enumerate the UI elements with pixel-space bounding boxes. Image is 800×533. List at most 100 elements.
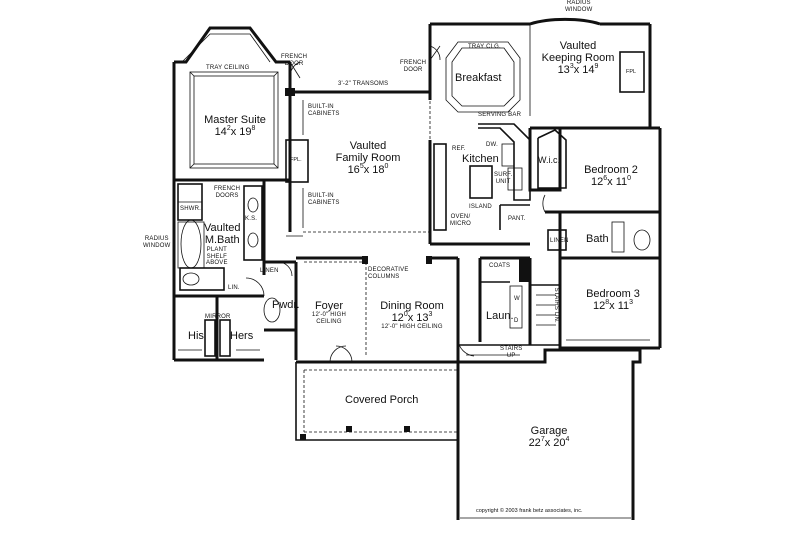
kitchen-walls <box>428 123 531 246</box>
laundry-stairs-walls <box>458 256 561 356</box>
wic-label: W.i.c. <box>538 155 560 165</box>
oven-line1: OVEN/ <box>450 214 471 220</box>
family-room-walls <box>285 62 431 237</box>
washer-label: W <box>514 296 520 302</box>
garage-label: Garage 227x 204 <box>514 425 584 449</box>
stairs-down-label: STAIRS DN. <box>552 288 559 323</box>
builtin-cabinets-top-label: BUILT-IN CABINETS <box>308 104 340 117</box>
surf-unit-line1: SURF. <box>494 172 513 178</box>
master-suite-walls <box>172 26 292 182</box>
breakfast-keeping-walls <box>428 17 652 128</box>
bath-label: Bath <box>586 233 609 245</box>
plant-shelf-line2: SHELF <box>206 253 228 260</box>
covered-porch-label: Covered Porch <box>345 394 419 406</box>
garage-name: Garage <box>530 425 568 437</box>
porch-walls <box>295 362 458 441</box>
copyright-text: copyright © 2003 frank betz associates, … <box>476 508 583 514</box>
decorative-columns-line1: DECORATIVE <box>368 267 409 273</box>
linen-bedroom-label: LINEN <box>550 238 569 244</box>
master-tray-ceiling-label: TRAY CEILING <box>206 65 250 71</box>
french-door-right-line2: DOOR <box>403 66 423 73</box>
plant-shelf-label: PLANT SHELF ABOVE <box>206 247 228 267</box>
surf-unit-label: SURF. UNIT <box>494 172 512 185</box>
radius-window-top-label: RADIUS WINDOW <box>565 0 593 13</box>
bedroom-2-dims: 126x 110 <box>590 175 632 189</box>
bedroom-3-name: Bedroom 3 <box>586 288 640 300</box>
french-door-left-line1: FRENCH <box>281 54 308 60</box>
foyer-note2: CEILING <box>316 318 342 325</box>
builtin-cabinets-bottom-label: BUILT-IN CABINETS <box>308 193 340 206</box>
dining-room-dims: 120x 133 <box>391 311 433 325</box>
master-bath-label: Vaulted M.Bath <box>204 222 241 246</box>
radius-window-left-label: RADIUS WINDOW <box>143 236 171 249</box>
french-door-right-line1: FRENCH <box>400 60 427 66</box>
stairs-down-line1: STAIRS <box>552 287 559 311</box>
dryer-label: D <box>514 318 519 324</box>
ref-label: REF. <box>452 146 466 152</box>
shower-label: SHWR. <box>180 206 201 212</box>
radius-window-top-line1: RADIUS <box>566 0 591 6</box>
powder-walls <box>263 260 298 360</box>
dining-room-label: Dining Room 120x 133 12'-0" HIGH CEILING <box>370 300 454 331</box>
decorative-columns-label: DECORATIVE COLUMNS <box>368 267 409 280</box>
foyer-name: Foyer <box>314 300 344 312</box>
powder-label: Pwdr. <box>272 299 300 311</box>
keeping-fpl-label: FPL <box>626 69 637 75</box>
french-door-right-label: FRENCH DOOR <box>400 60 426 73</box>
ks-label: K.S. <box>245 216 258 222</box>
mirror-label: MIRROR <box>205 314 231 320</box>
master-bath-walls <box>172 180 266 362</box>
garage-dims: 227x 204 <box>528 436 570 450</box>
stairs-up-line1: STAIRS <box>500 346 523 352</box>
oven-line2: MICRO <box>450 220 471 227</box>
breakfast-label: Breakfast <box>455 72 502 84</box>
radius-window-top-line2: WINDOW <box>565 6 593 13</box>
stairs-down-line2: DN. <box>552 311 559 323</box>
transoms-label: 3'-2" TRANSOMS <box>338 81 389 87</box>
laundry-label: Laun. <box>486 310 514 322</box>
garage-walls <box>456 348 642 520</box>
family-room-name1: Vaulted <box>349 140 387 152</box>
hers-closet-label: Hers <box>230 330 254 342</box>
coats-label: COATS <box>489 263 511 269</box>
family-room-name2: Family Room <box>335 152 401 165</box>
keeping-room-name1: Vaulted <box>559 40 597 52</box>
french-door-left-label: FRENCH DOOR <box>281 54 307 67</box>
master-bath-name1: Vaulted <box>204 222 241 234</box>
keeping-room-name2: Keeping Room <box>541 52 615 65</box>
radius-window-left-line2: WINDOW <box>143 242 171 249</box>
kitchen-label: Kitchen <box>462 153 499 165</box>
plant-shelf-line1: PLANT <box>206 247 228 253</box>
bedroom-3-label: Bedroom 3 128x 113 <box>578 288 648 312</box>
lin-label: LIN. <box>228 285 240 291</box>
master-suite-dims: 142x 198 <box>214 125 256 139</box>
french-door-left-line2: DOOR <box>284 60 304 67</box>
bedroom-3-dims: 128x 113 <box>592 299 634 313</box>
his-closet-label: His <box>188 330 204 342</box>
radius-window-left-line1: RADIUS <box>144 236 169 242</box>
plant-shelf-line3: ABOVE <box>206 260 228 267</box>
stairs-up-label: STAIRS UP <box>500 346 522 359</box>
keeping-room-label: Vaulted Keeping Room 133x 149 <box>538 40 618 76</box>
master-bath-name2: M.Bath <box>204 234 240 247</box>
dw-label: DW. <box>486 142 498 148</box>
foyer-label: Foyer 12'-0" HIGH CEILING <box>306 300 352 325</box>
family-room-label: Vaulted Family Room 165x 180 <box>330 140 406 176</box>
breakfast-tray-label: TRAY CLG. <box>468 44 501 50</box>
dining-room-name: Dining Room <box>380 300 444 312</box>
builtin-top-line2: CABINETS <box>308 110 340 117</box>
dining-room-note: 12'-0" HIGH CEILING <box>381 324 443 331</box>
french-doors-line2: DOORS <box>215 192 239 199</box>
bedroom-2-label: Bedroom 2 126x 110 <box>576 164 646 188</box>
island-label: ISLAND <box>469 204 492 210</box>
master-suite-label: Master Suite 142x 198 <box>200 114 270 138</box>
family-room-dims: 165x 180 <box>347 163 389 177</box>
builtin-bottom-line1: BUILT-IN <box>308 193 334 199</box>
surf-unit-line2: UNIT <box>495 178 511 185</box>
french-doors-line1: FRENCH <box>214 186 241 192</box>
decorative-columns-line2: COLUMNS <box>368 273 400 280</box>
master-suite-name: Master Suite <box>204 114 266 126</box>
linen-label: LINEN <box>260 268 279 274</box>
foyer-note1: 12'-0" HIGH <box>311 312 347 319</box>
